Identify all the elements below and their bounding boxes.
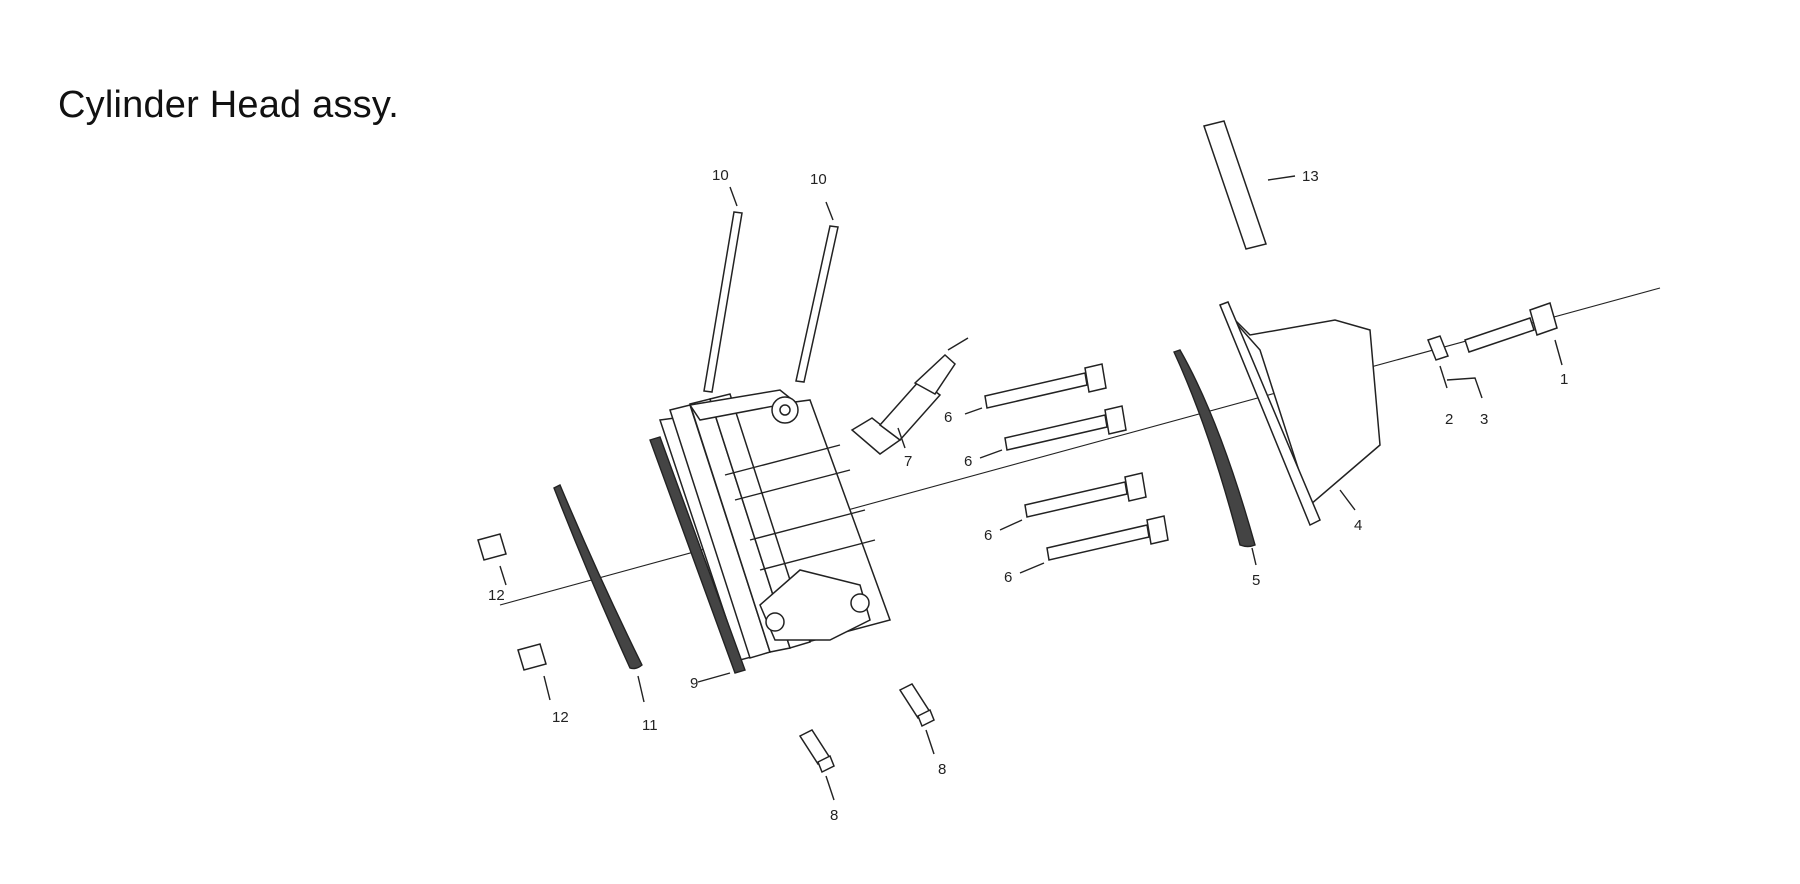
- callout-13: 13: [1302, 168, 1319, 185]
- callout-1: 1: [1560, 371, 1568, 388]
- part-6-bolts: [964, 363, 1169, 574]
- part-11-gasket: [553, 484, 645, 703]
- callout-12a: 12: [488, 587, 505, 604]
- callout-5: 5: [1252, 572, 1260, 589]
- callout-10b: 10: [810, 171, 827, 188]
- part-7-spark-plug: [850, 337, 969, 455]
- part-2-nut: [1427, 335, 1449, 389]
- callout-8b: 8: [938, 761, 946, 778]
- callout-11: 11: [642, 717, 658, 734]
- callout-12b: 12: [552, 709, 569, 726]
- callout-6b: 6: [964, 453, 972, 470]
- diagram-title: Cylinder Head assy.: [58, 84, 400, 126]
- part-1-bolt: [1464, 302, 1563, 366]
- callout-8a: 8: [830, 807, 838, 824]
- callout-2: 2: [1445, 411, 1453, 428]
- callout-10a: 10: [712, 167, 729, 184]
- part-9-cylinder-head: [649, 389, 891, 683]
- part-5-gasket: [1173, 349, 1257, 566]
- part-12-dowels: [477, 533, 551, 701]
- part-13-strip: [1203, 120, 1296, 250]
- part-8-fittings: [798, 683, 935, 801]
- part-3-leader: [1446, 377, 1483, 399]
- callout-3: 3: [1480, 411, 1488, 428]
- callout-7: 7: [904, 453, 912, 470]
- callout-6c: 6: [984, 527, 992, 544]
- callout-6d: 6: [1004, 569, 1012, 586]
- callout-9: 9: [690, 675, 698, 692]
- part-10-studs: [703, 186, 839, 393]
- callout-6a: 6: [944, 409, 952, 426]
- part-4-cover: [1219, 301, 1381, 527]
- callout-4: 4: [1354, 517, 1362, 534]
